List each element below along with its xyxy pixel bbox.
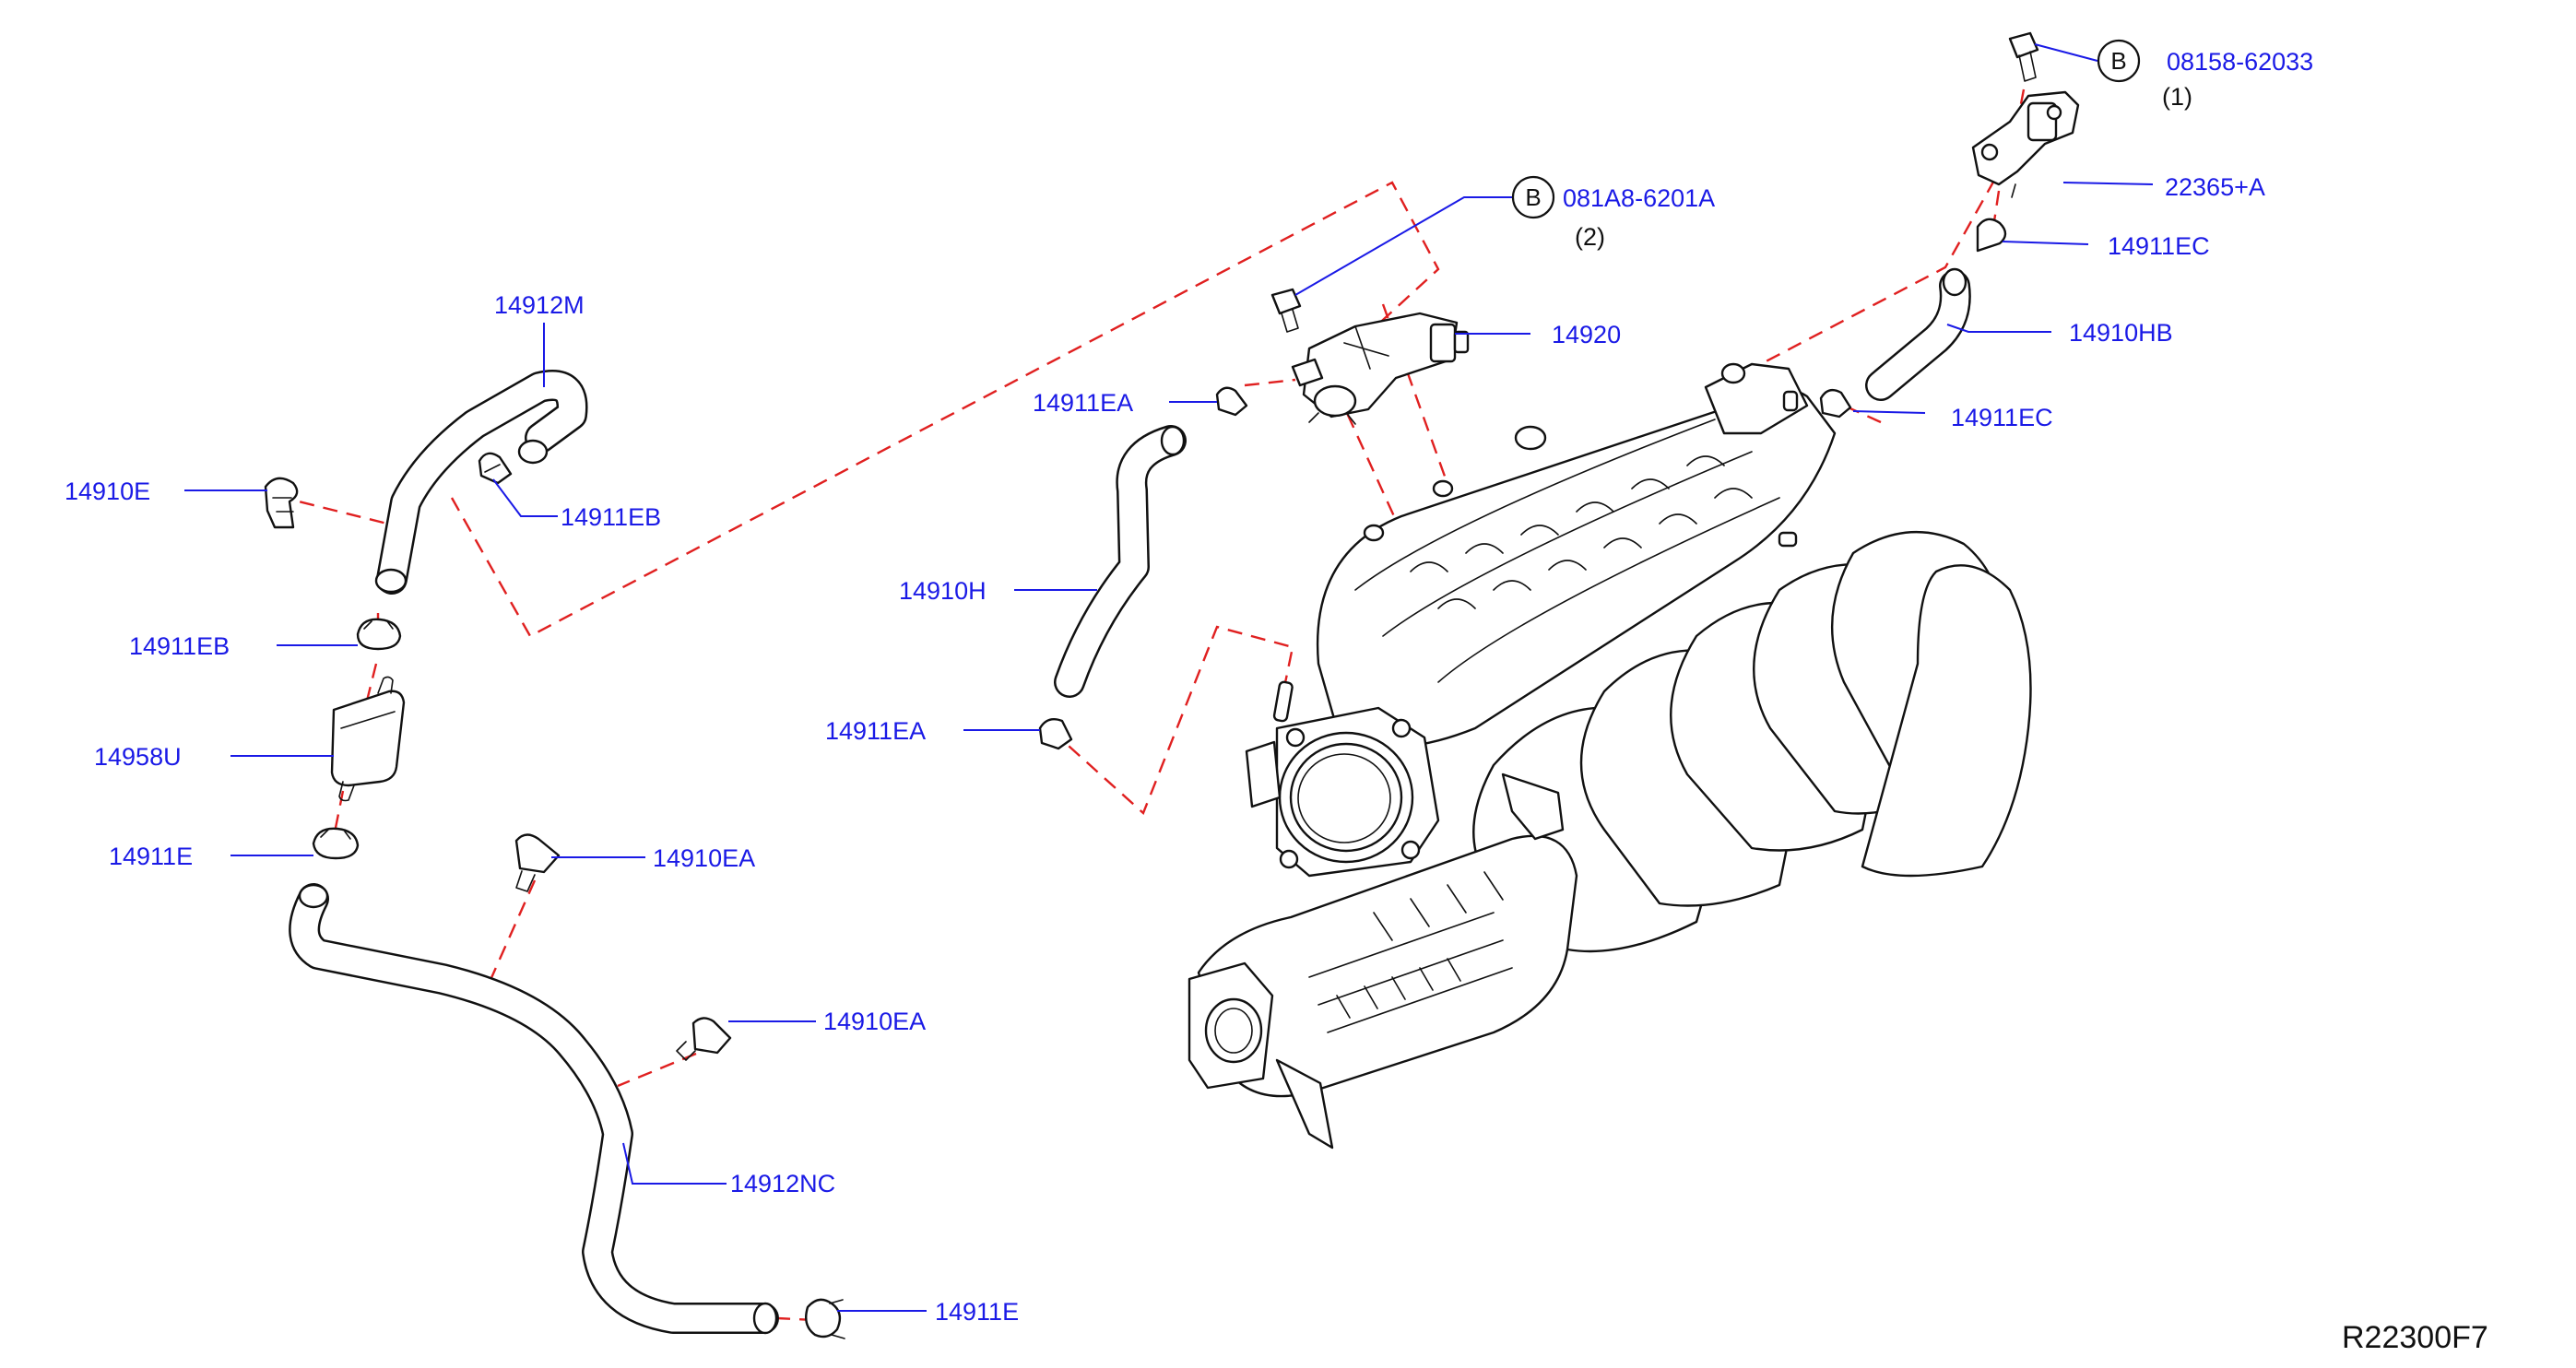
hose-14912nc — [289, 883, 779, 1335]
quantity-081a8-6201a: (2) — [1575, 223, 1605, 251]
callout-14911ec-upper[interactable]: 14911EC — [2108, 232, 2210, 260]
bolt-08158-62033 — [2008, 31, 2039, 82]
callout-14911ea-lower[interactable]: 14911EA — [825, 717, 926, 745]
callout-14911eb-lower[interactable]: 14911EB — [129, 632, 230, 660]
callout-22365a[interactable]: 22365+A — [2165, 173, 2265, 201]
callout-14910ea-upper[interactable]: 14910EA — [653, 844, 755, 872]
callout-14911ea-upper[interactable]: 14911EA — [1033, 389, 1133, 417]
quantity-08158-62033: (1) — [2162, 83, 2192, 111]
callout-14911eb-upper[interactable]: 14911EB — [561, 503, 661, 531]
bolt-symbol-081a8-letter: B — [1525, 183, 1541, 211]
callout-labels: 14912M 14910E 14911EB 14911EB 14958U 149… — [65, 48, 2313, 1326]
callout-14911e-upper[interactable]: 14911E — [109, 843, 193, 870]
bolt-symbol-081a8: B — [1511, 175, 1555, 219]
hose-clamp-14911eb-lower — [356, 618, 402, 651]
sensor-22365a — [1971, 90, 2080, 198]
bolt-symbol-08158: B — [2097, 39, 2141, 83]
hose-14912m — [374, 370, 588, 595]
connector-14910ea-lower — [676, 1017, 732, 1061]
bolt-081a8-6201a — [1270, 288, 1302, 333]
hose-clamp-14910e — [264, 477, 299, 529]
hose-clamp-14911e-upper — [312, 827, 360, 860]
hose-clamp-14911e-lower — [805, 1298, 845, 1339]
callout-14910hb[interactable]: 14910HB — [2069, 319, 2173, 347]
connector-14910ea-upper — [514, 833, 561, 892]
callout-14910e[interactable]: 14910E — [65, 478, 150, 505]
filter-14958u — [330, 676, 406, 802]
hose-clamp-14911ea-lower — [1038, 718, 1073, 750]
callout-14910ea-lower[interactable]: 14910EA — [823, 1008, 926, 1035]
hose-clamp-14911ea-upper — [1215, 386, 1248, 417]
intake-manifold — [1188, 362, 2032, 1150]
leader-lines — [184, 43, 2154, 1312]
hose-14910hb — [1865, 267, 1971, 401]
callout-14912m[interactable]: 14912M — [494, 291, 585, 319]
valve-14920 — [1291, 312, 1470, 425]
callout-14958u[interactable]: 14958U — [94, 743, 182, 771]
bolt-symbol-08158-letter: B — [2110, 47, 2126, 75]
callout-14920[interactable]: 14920 — [1552, 321, 1621, 348]
callout-14911ec-lower[interactable]: 14911EC — [1951, 404, 2053, 431]
callout-14912nc[interactable]: 14912NC — [730, 1170, 835, 1197]
diagram-code: R22300F7 — [2342, 1320, 2488, 1355]
callout-14911e-lower[interactable]: 14911E — [935, 1298, 1019, 1326]
hose-clamp-14911ec-lower — [1819, 388, 1852, 419]
hose-clamp-14911ec-upper — [1976, 218, 2007, 253]
hose-clamp-14911eb-upper — [478, 452, 513, 485]
callout-081a8-6201a[interactable]: 081A8-6201A — [1563, 184, 1715, 212]
callout-14910h[interactable]: 14910H — [899, 577, 987, 605]
hose-14910h — [1054, 425, 1187, 698]
callout-08158-62033[interactable]: 08158-62033 — [2167, 48, 2313, 76]
